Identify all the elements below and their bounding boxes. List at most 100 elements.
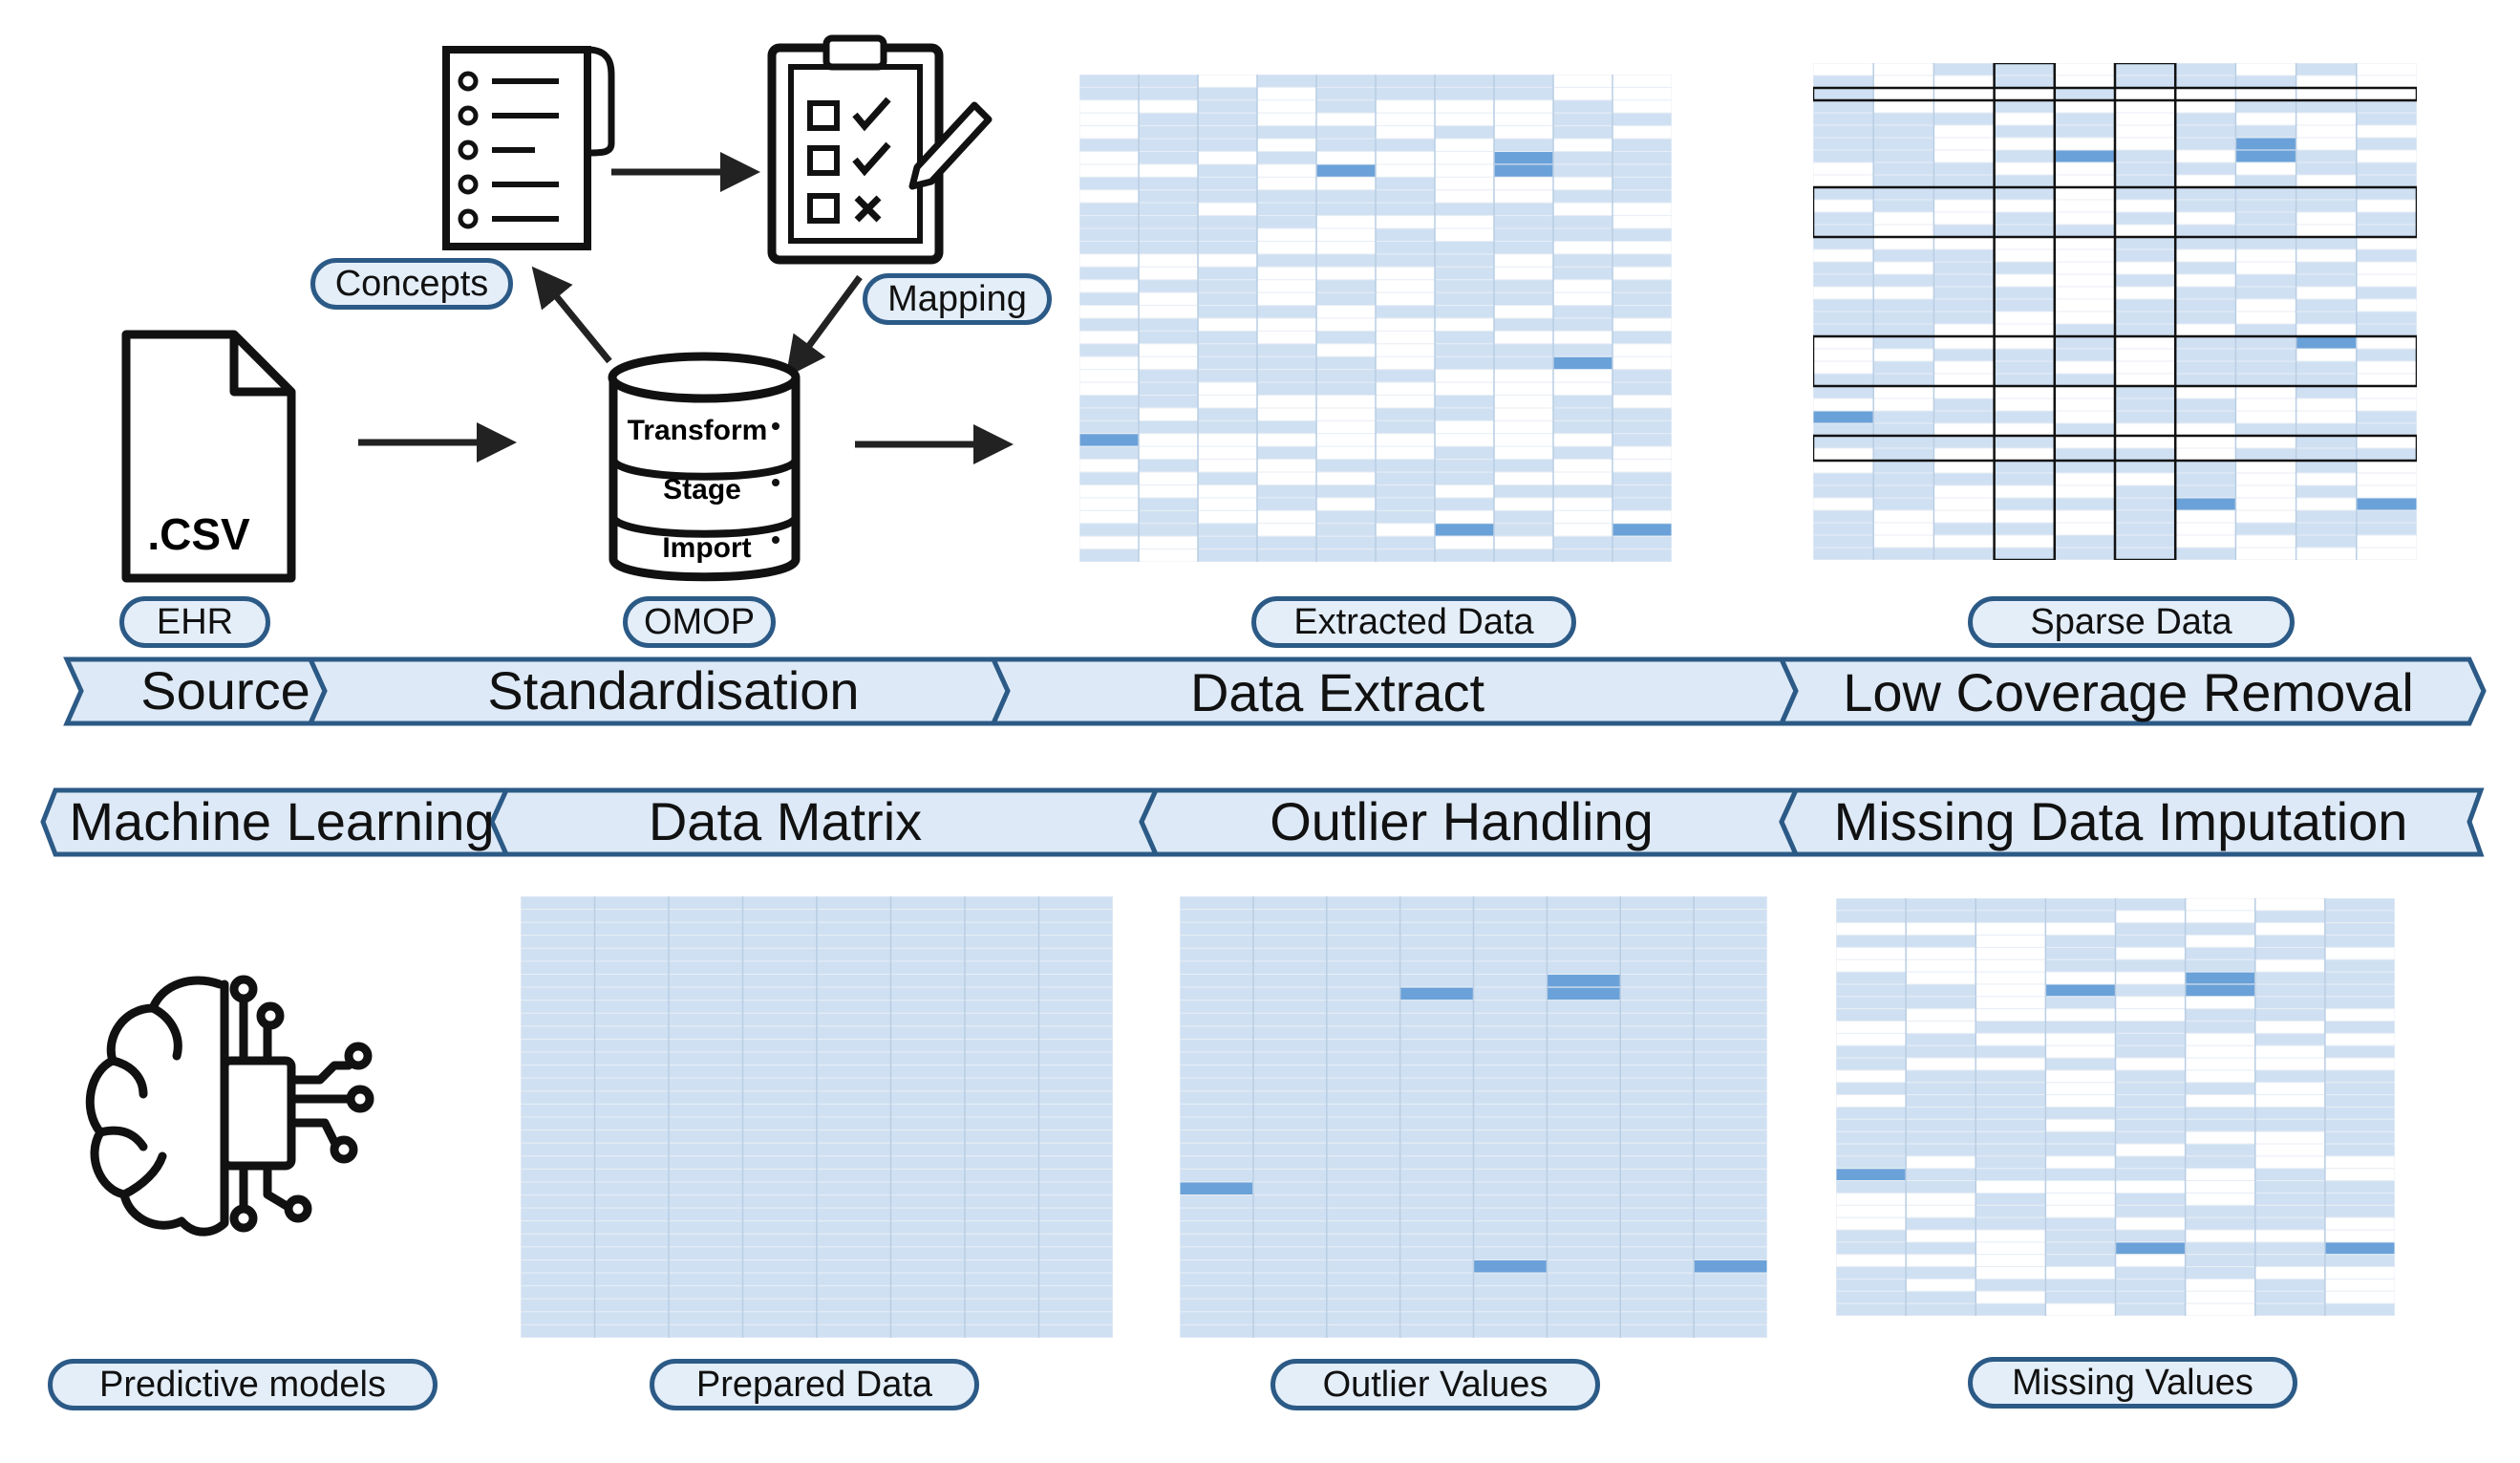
- grid-cell: [1434, 369, 1495, 383]
- grid-cell: [668, 1311, 743, 1325]
- grid-cell: [1399, 1038, 1474, 1053]
- grid-cell: [521, 1116, 595, 1131]
- grid-cell: [1933, 286, 1996, 300]
- grid-cell: [594, 1181, 670, 1196]
- grid-cell: [2185, 1143, 2256, 1157]
- grid-cell: [1552, 484, 1613, 499]
- grid-cell: [1197, 125, 1258, 140]
- grid-cell: [1399, 1323, 1474, 1338]
- grid-cell: [1197, 459, 1258, 473]
- grid-cell: [1612, 291, 1672, 307]
- grid-cell: [1619, 1298, 1695, 1313]
- grid-cell: [1399, 1246, 1474, 1260]
- grid-cell: [1933, 398, 1996, 412]
- grid-cell: [2296, 534, 2358, 549]
- grid-cell: [1836, 1032, 1907, 1046]
- grid-cell: [594, 1285, 670, 1300]
- grid-cell: [1326, 1077, 1401, 1092]
- grid-cell: [2296, 149, 2358, 163]
- grid-cell: [1326, 1130, 1401, 1144]
- grid-cell: [2044, 1278, 2116, 1292]
- grid-cell: [1252, 1323, 1328, 1338]
- grid-cell: [1197, 215, 1258, 229]
- grid-cell: [1612, 330, 1672, 345]
- grid-cell: [1256, 445, 1317, 461]
- grid-cell: [1933, 211, 1996, 226]
- grid-cell: [1180, 1130, 1254, 1144]
- grid-cell: [1473, 1233, 1548, 1248]
- grid-cell: [1836, 1044, 1907, 1059]
- grid-cell: [1399, 1012, 1474, 1027]
- ehr-label: EHR: [119, 596, 270, 648]
- grid-cell: [594, 1194, 670, 1209]
- grid-cell: [1872, 410, 1934, 424]
- grid-cell: [2356, 298, 2417, 312]
- grid-cell: [2185, 1069, 2256, 1084]
- grid-cell: [2356, 261, 2417, 275]
- grid-cell: [1434, 215, 1495, 229]
- grid-cell: [1552, 407, 1613, 421]
- grid-cell: [2234, 298, 2297, 312]
- grid-cell: [1326, 1103, 1401, 1118]
- grid-cell: [1493, 176, 1554, 191]
- grid-cell: [1138, 240, 1199, 255]
- grid-cell: [2356, 323, 2417, 337]
- grid-cell: [1197, 355, 1258, 371]
- grid-cell: [1197, 86, 1258, 101]
- grid-cell: [1612, 471, 1672, 485]
- grid-cell: [2296, 385, 2358, 399]
- grid-cell: [1619, 1181, 1695, 1196]
- grid-cell: [1375, 484, 1436, 499]
- grid-cell: [1546, 1311, 1621, 1325]
- grid-cell: [1180, 1090, 1254, 1105]
- grid-cell: [1493, 189, 1554, 204]
- grid-cell: [2174, 472, 2236, 486]
- grid-cell: [1079, 471, 1140, 485]
- grid-cell: [2254, 1216, 2326, 1231]
- grid-cell: [2234, 248, 2297, 263]
- grid-cell: [521, 1233, 595, 1248]
- grid-cell: [1473, 1000, 1548, 1014]
- grid-cell: [1180, 1142, 1254, 1157]
- grid-cell: [1905, 946, 1976, 960]
- grid-cell: [2296, 186, 2358, 201]
- grid-cell: [1975, 1290, 2046, 1304]
- grid-cell: [1612, 305, 1672, 319]
- grid-cell: [2356, 398, 2417, 412]
- grid-cell: [2234, 509, 2297, 524]
- grid-cell: [2044, 946, 2116, 960]
- predictive-models-label: Predictive models: [48, 1359, 438, 1410]
- grid-cell: [1038, 986, 1113, 1001]
- grid-cell: [1975, 1118, 2046, 1132]
- grid-cell: [1038, 1077, 1113, 1092]
- grid-cell: [1399, 1298, 1474, 1313]
- grid-cell: [1256, 535, 1317, 550]
- grid-cell: [816, 1051, 891, 1066]
- grid-cell: [1933, 460, 1996, 474]
- grid-cell: [1399, 1194, 1474, 1209]
- grid-cell: [1252, 1116, 1328, 1131]
- grid-cell: [1612, 459, 1672, 473]
- grid-cell: [2114, 360, 2176, 375]
- grid-cell: [964, 1285, 1039, 1300]
- stage-outlier-handling: Outlier Handling: [1270, 791, 1654, 851]
- grid-cell: [668, 1000, 743, 1014]
- grid-cell: [594, 1051, 670, 1066]
- grid-cell: [1252, 896, 1328, 911]
- grid-cell: [1546, 1116, 1621, 1131]
- grid-cell: [2185, 996, 2256, 1010]
- grid-cell: [1493, 484, 1554, 499]
- grid-cell: [2185, 898, 2256, 912]
- grid-cell: [521, 1168, 595, 1183]
- grid-cell: [1493, 215, 1554, 229]
- grid-cell: [1933, 248, 1996, 263]
- grid-cell: [1434, 305, 1495, 319]
- grid-cell: [1933, 87, 1996, 101]
- grid-cell: [521, 1038, 595, 1053]
- grid-cell: [1252, 1233, 1328, 1248]
- grid-cell: [1994, 75, 2056, 89]
- grid-cell: [1612, 215, 1672, 229]
- grid-cell: [2114, 385, 2176, 399]
- grid-cell: [2234, 522, 2297, 536]
- grid-cell: [1813, 137, 1874, 151]
